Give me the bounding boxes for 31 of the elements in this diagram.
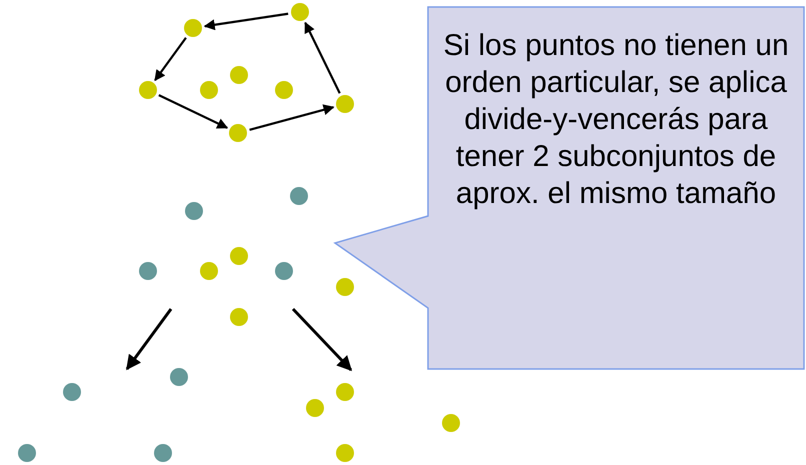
point-dot: [63, 383, 81, 401]
point-dot: [336, 278, 354, 296]
point-dot: [336, 383, 354, 401]
point-dot: [184, 19, 202, 37]
arrow: [158, 94, 228, 129]
point-dot: [230, 66, 248, 84]
point-dot: [336, 444, 354, 462]
arrow: [204, 12, 288, 30]
callout-box: [335, 7, 805, 370]
point-dot: [200, 81, 218, 99]
point-dot: [306, 399, 324, 417]
point-dot: [275, 81, 293, 99]
arrow: [304, 22, 341, 94]
arrow: [249, 104, 334, 131]
point-dot: [336, 95, 354, 113]
point-dot: [170, 368, 188, 386]
point-dot: [229, 124, 247, 142]
point-dot: [230, 308, 248, 326]
point-dot: [154, 444, 172, 462]
point-dot: [290, 187, 308, 205]
point-dot: [18, 444, 36, 462]
point-dot: [185, 202, 203, 220]
point-dot: [139, 262, 157, 280]
point-dot: [442, 414, 460, 432]
point-dot: [139, 81, 157, 99]
arrow: [154, 37, 187, 82]
callout-text: Si los puntos no tienen un orden particular, se aplica divide-y-vencerás para tener 2 subconjuntos de aprox. el mismo tamaño: [442, 28, 790, 212]
point-dot: [291, 3, 309, 21]
point-dot: [275, 262, 293, 280]
point-dot: [230, 247, 248, 265]
point-dot: [200, 262, 218, 280]
